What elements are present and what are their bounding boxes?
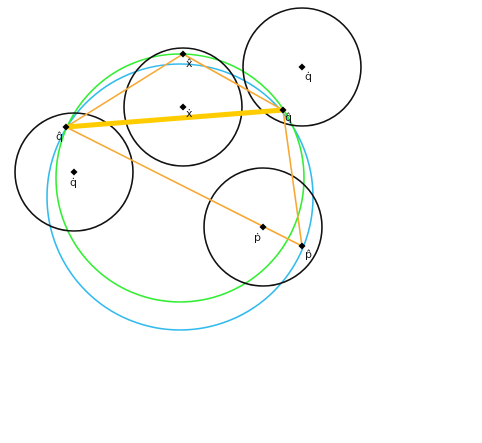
circle-x (123, 47, 243, 167)
label-p-dot: ṗ (254, 231, 261, 244)
blue-circle (46, 63, 314, 331)
edge-qright-phat (282, 109, 303, 247)
point-q-hat-right (279, 106, 287, 114)
circle-q-left (14, 112, 134, 232)
edge-qleft-phat (65, 126, 303, 247)
point-p-dot (259, 223, 267, 231)
point-p-hat (298, 242, 306, 250)
thick-edge-qleft-qright (63, 107, 286, 130)
label-x-dot: ẋ (186, 107, 193, 120)
label-x-hat: x̂ (186, 57, 193, 70)
point-x-dot (179, 103, 187, 111)
point-x-hat (179, 50, 187, 58)
circle-p (203, 167, 323, 287)
point-q-dot-left (70, 168, 78, 176)
label-p-hat: p̂ (305, 248, 312, 261)
label-q-dot-right: q̇ (305, 70, 312, 83)
edge-qleft-xhat (65, 53, 184, 128)
green-circle (55, 53, 305, 303)
edge-xhat-qright (182, 53, 284, 111)
label-q-dot-left: q̇ (70, 176, 77, 189)
circle-q-right (242, 7, 362, 127)
point-q-dot-right (298, 63, 306, 71)
label-q-hat-right: q̂ (285, 111, 292, 124)
label-q-hat-left: q̂ (56, 130, 63, 143)
